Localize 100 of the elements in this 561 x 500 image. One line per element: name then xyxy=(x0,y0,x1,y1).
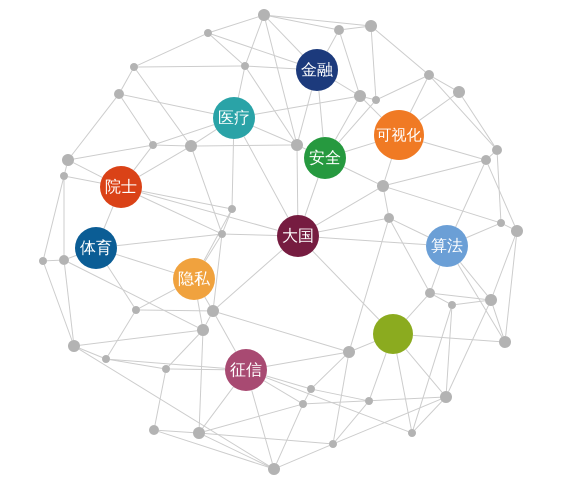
connector-line xyxy=(388,187,498,222)
connector-line xyxy=(64,165,68,173)
connector-line xyxy=(314,389,366,401)
keyword-circle: 可视化 xyxy=(374,110,424,160)
connector-line xyxy=(140,195,219,233)
network-dot xyxy=(149,141,157,149)
connector-line xyxy=(304,177,319,217)
keyword-circle: 隐私 xyxy=(173,258,215,300)
connector-line xyxy=(217,249,283,308)
connector-line xyxy=(123,94,214,114)
network-dot xyxy=(114,89,124,99)
network-dot xyxy=(425,288,435,298)
network-dot xyxy=(268,463,280,475)
network-dot xyxy=(68,340,80,352)
network-dot xyxy=(481,155,491,165)
network-dot xyxy=(499,336,511,348)
keyword-circle xyxy=(373,314,413,354)
connector-line xyxy=(138,148,186,177)
connector-line xyxy=(248,66,297,70)
network-dot xyxy=(204,29,212,37)
connector-line xyxy=(72,162,103,178)
connector-line xyxy=(204,296,210,306)
network-dot xyxy=(343,346,355,358)
connector-line xyxy=(432,76,454,90)
connector-line xyxy=(375,29,426,72)
network-dot xyxy=(377,180,389,192)
connector-line xyxy=(246,68,294,140)
connector-line xyxy=(396,353,412,430)
connector-line xyxy=(109,359,163,369)
connector-line xyxy=(211,16,259,32)
connector-line xyxy=(140,192,278,231)
network-dot xyxy=(291,139,303,151)
connector-line xyxy=(344,142,376,152)
network-dot xyxy=(218,230,226,238)
connector-line xyxy=(343,26,366,30)
connector-line xyxy=(252,126,292,144)
connector-line xyxy=(79,330,198,346)
connector-line xyxy=(158,430,194,434)
network-dot xyxy=(197,324,209,336)
network-dot xyxy=(354,90,366,102)
connector-line xyxy=(405,348,443,393)
connector-line xyxy=(410,78,428,114)
connector-line xyxy=(462,96,495,146)
connector-line xyxy=(455,164,484,228)
connector-line xyxy=(138,66,242,68)
network-dot xyxy=(453,86,465,98)
network-dot xyxy=(62,154,74,166)
keyword-circle: 大国 xyxy=(277,215,319,257)
connector-line xyxy=(269,16,335,30)
connector-line xyxy=(304,392,310,401)
connector-line xyxy=(379,76,425,99)
connector-line xyxy=(204,404,300,432)
connector-line xyxy=(388,160,482,186)
connector-line xyxy=(505,236,517,337)
connector-line xyxy=(422,141,482,160)
connector-line xyxy=(251,390,273,464)
network-dot xyxy=(492,145,502,155)
connector-line xyxy=(489,152,494,158)
network-dot xyxy=(334,25,344,35)
connector-line xyxy=(318,236,427,246)
connector-line xyxy=(393,220,429,238)
connector-line xyxy=(269,15,366,26)
connector-line xyxy=(204,236,220,262)
connector-line xyxy=(120,70,133,90)
connector-line xyxy=(390,222,428,290)
connector-line xyxy=(103,206,114,230)
network-dot xyxy=(372,96,380,104)
network-dot xyxy=(440,391,452,403)
connector-line xyxy=(108,312,134,356)
connector-line xyxy=(384,191,389,214)
connector-line xyxy=(279,445,330,468)
connector-line xyxy=(197,299,202,325)
connector-line xyxy=(334,100,358,140)
connector-line xyxy=(218,312,344,351)
connector-line xyxy=(79,348,103,358)
network-dot xyxy=(60,172,68,180)
connector-line xyxy=(318,90,324,138)
keyword-circle: 院士 xyxy=(100,166,142,208)
network-dot xyxy=(408,429,416,437)
network-dot xyxy=(102,355,110,363)
connector-line xyxy=(496,154,502,220)
connector-line xyxy=(136,70,188,142)
network-dot xyxy=(307,385,315,393)
connector-line xyxy=(313,356,346,387)
connector-line xyxy=(457,263,502,338)
connector-line xyxy=(64,264,74,341)
keyword-circle: 算法 xyxy=(426,225,468,267)
connector-line xyxy=(202,386,234,429)
connector-line xyxy=(238,69,245,98)
connector-line xyxy=(492,305,504,337)
connector-line xyxy=(334,80,356,94)
network-dot xyxy=(365,20,377,32)
connector-line xyxy=(158,431,269,468)
connector-line xyxy=(192,151,222,231)
connector-line xyxy=(46,260,60,262)
connector-line xyxy=(68,254,77,259)
keyword-circle: 体育 xyxy=(75,227,117,269)
network-dot xyxy=(59,255,69,265)
connector-line xyxy=(338,102,374,143)
network-dot xyxy=(511,225,523,237)
